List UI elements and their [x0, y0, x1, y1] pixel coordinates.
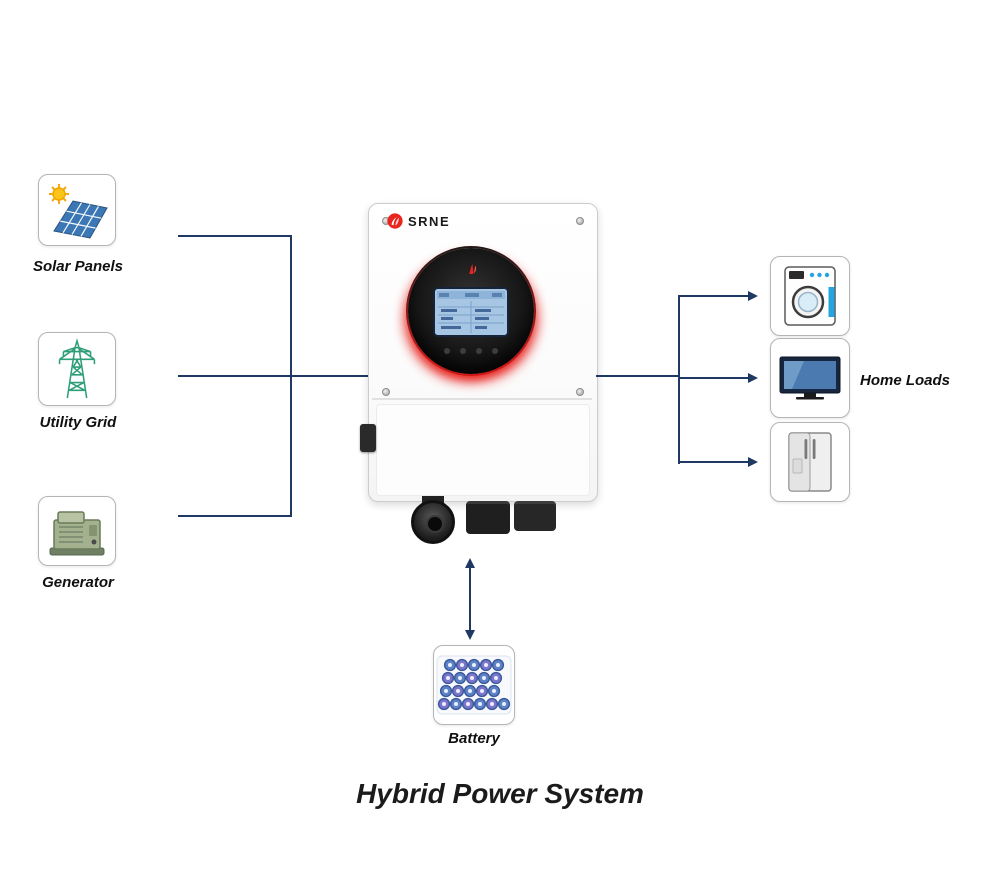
solar-panels-label: Solar Panels: [32, 258, 124, 275]
brand-name: SRNE: [408, 213, 451, 229]
arrowhead-to-battery: [465, 630, 475, 640]
screw-icon: [576, 388, 584, 396]
generator-box: [38, 496, 116, 566]
tv-icon: [779, 356, 841, 400]
line-right-bus: [678, 295, 680, 464]
screw-icon: [576, 217, 584, 225]
washing-machine-box: [770, 256, 850, 336]
arrowhead-fridge: [748, 457, 758, 467]
battery-label: Battery: [448, 730, 500, 747]
cable-gland: [411, 500, 455, 544]
tv-box: [770, 338, 850, 418]
line-battery: [469, 568, 471, 630]
refrigerator-box: [770, 422, 850, 502]
line-inverter-to-bus: [596, 375, 680, 377]
solar-panels-box: [38, 174, 116, 246]
inverter-unit: SRNE: [368, 203, 598, 502]
refrigerator-icon: [788, 432, 832, 492]
display-flame-icon: [469, 264, 477, 274]
lower-panel: [376, 404, 590, 496]
srne-logo-icon: [387, 213, 403, 229]
lcd-content: [435, 289, 507, 335]
washing-machine-icon: [784, 266, 836, 326]
line-solar-to-bus: [178, 235, 292, 237]
line-generator-to-bus: [178, 515, 292, 517]
line-to-washer: [678, 295, 750, 297]
generator-label: Generator: [42, 574, 114, 591]
line-left-bus: [290, 235, 292, 517]
line-to-fridge: [678, 461, 750, 463]
brand-logo: SRNE: [387, 213, 450, 229]
diagram-title: Hybrid Power System: [356, 778, 644, 809]
lcd-screen: [433, 287, 509, 337]
terminal-block: [466, 501, 510, 534]
arrowhead-tv: [748, 373, 758, 383]
generator-icon: [49, 511, 105, 556]
solar-panels-icon: [49, 184, 108, 239]
battery-box: [433, 645, 515, 725]
terminal-block: [514, 501, 556, 531]
line-to-tv: [678, 377, 750, 379]
panel-seam: [372, 398, 592, 400]
cable-gland-core: [426, 515, 444, 533]
line-utility-to-inverter: [178, 375, 368, 377]
side-connector: [360, 424, 376, 452]
utility-grid-label: Utility Grid: [39, 414, 117, 431]
arrowhead-washer: [748, 291, 758, 301]
home-loads-label: Home Loads: [860, 372, 951, 389]
screw-icon: [382, 388, 390, 396]
utility-grid-box: [38, 332, 116, 406]
display-button: [444, 348, 450, 354]
arrowhead-to-inverter: [465, 558, 475, 568]
display-button: [460, 348, 466, 354]
display-button: [492, 348, 498, 354]
inverter-display: [408, 248, 534, 374]
battery-icon: [436, 655, 512, 715]
display-button: [476, 348, 482, 354]
utility-grid-icon: [58, 338, 96, 399]
